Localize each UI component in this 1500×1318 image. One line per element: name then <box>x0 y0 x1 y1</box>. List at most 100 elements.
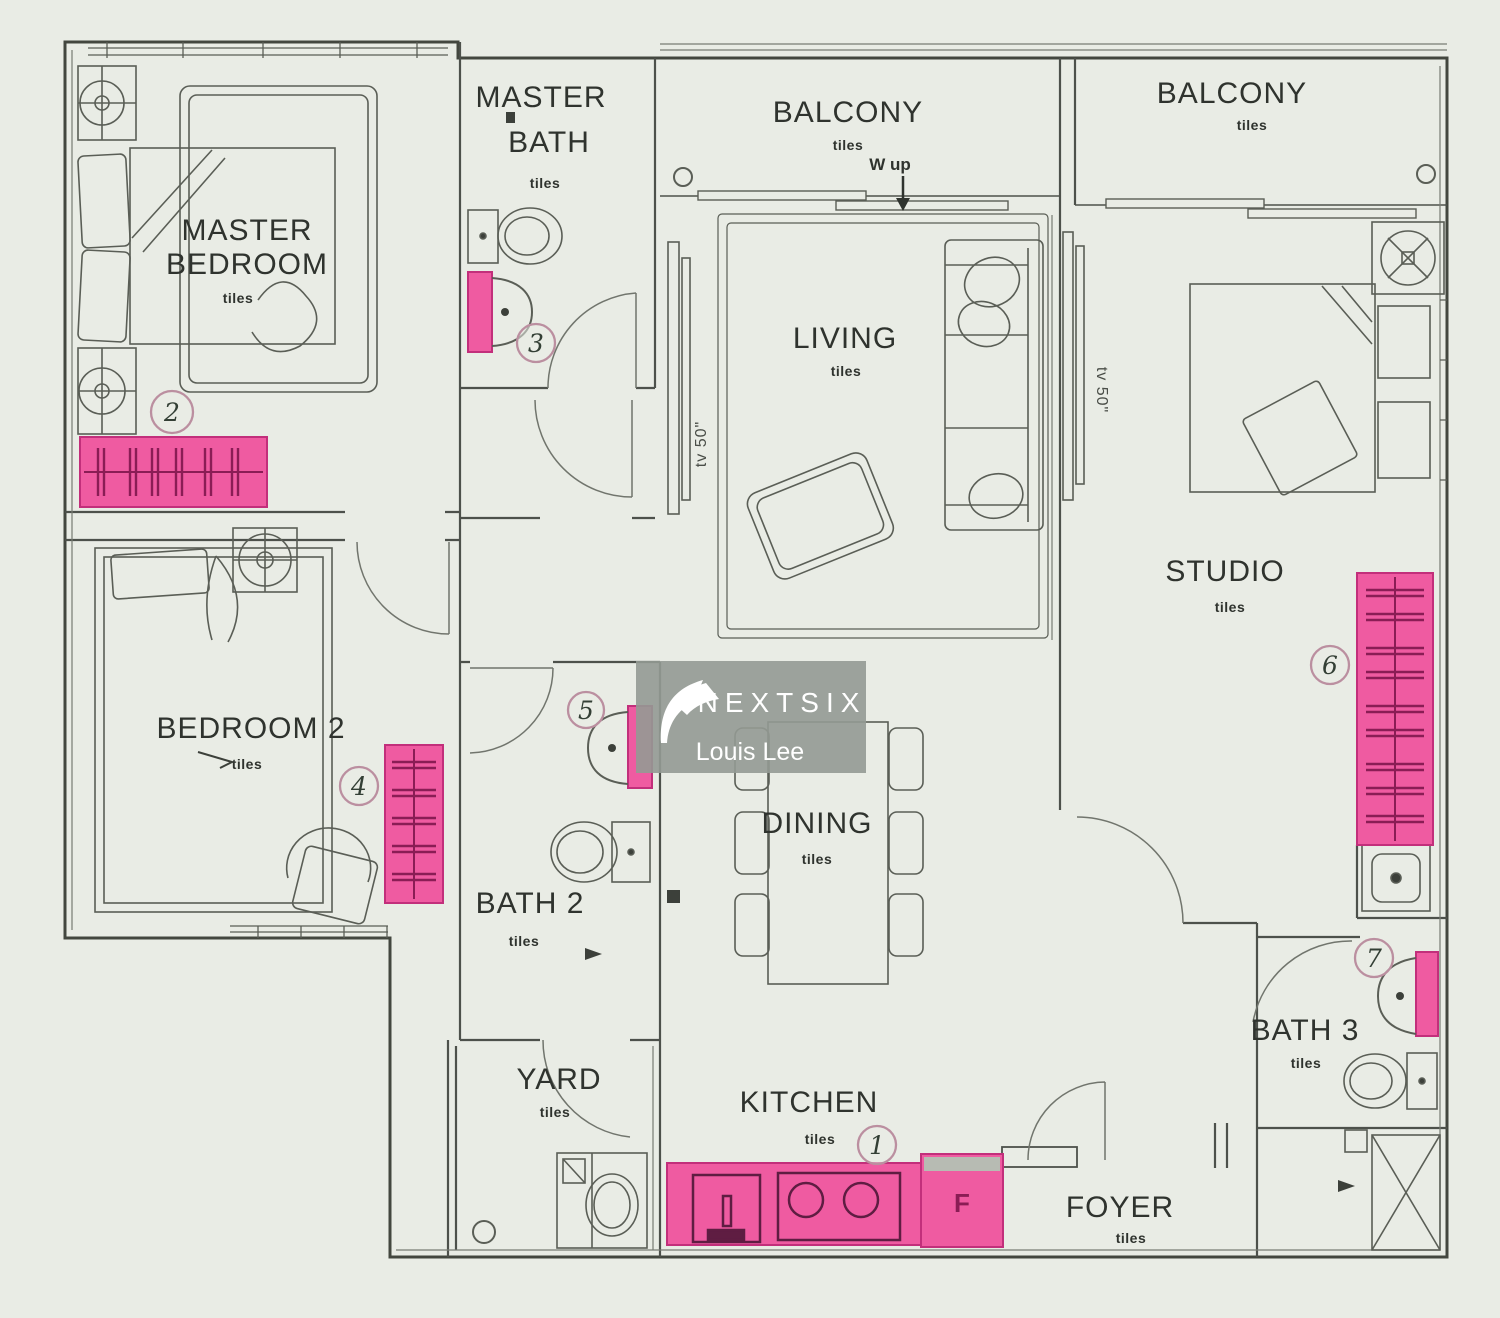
svg-text:tiles: tiles <box>530 175 561 191</box>
label-dining: DINING <box>762 807 873 840</box>
outer-walls <box>63 40 1449 1259</box>
yard-door <box>542 1039 631 1138</box>
svg-text:tiles: tiles <box>831 363 862 379</box>
label-kitchen: KITCHEN <box>740 1086 879 1119</box>
sliding-door-panels <box>697 190 1417 219</box>
toilet-master-bath <box>467 207 563 265</box>
door-swings <box>356 292 1353 1161</box>
shower-bath-3 <box>1371 1134 1441 1251</box>
label-bath-3: BATH 3 <box>1251 1014 1360 1047</box>
svg-text:tiles: tiles <box>540 1104 571 1120</box>
marker-3: 3 <box>515 322 557 364</box>
tv-label-studio: tv 50" <box>1093 367 1110 413</box>
yard-fixtures <box>472 1152 648 1249</box>
item-markers: 1 2 3 4 5 6 7 <box>149 322 1395 1166</box>
washing-machine-icon <box>556 1152 648 1249</box>
coffee-table <box>746 452 895 580</box>
bedroom-2-furniture <box>94 527 379 925</box>
watermark: NEXTSIX Louis Lee <box>636 661 866 773</box>
kitchen-sink-icon <box>691 1173 762 1244</box>
foyer-door <box>1027 1081 1106 1161</box>
toilet-bath-3 <box>1343 1052 1438 1110</box>
watermark-agent: Louis Lee <box>696 738 804 766</box>
floor-trap <box>1344 1129 1368 1153</box>
master-bath-door <box>547 292 637 389</box>
label-bath-2: BATH 2 <box>476 887 585 920</box>
shelf <box>1377 305 1431 379</box>
vestibule-door <box>534 399 633 498</box>
label-yard: YARD <box>516 1063 601 1096</box>
bed <box>94 547 333 913</box>
vanity-master-bath <box>467 271 534 353</box>
vanity-bath-3 <box>1376 951 1439 1037</box>
wall-inner-lines <box>71 43 1447 1251</box>
marker-1: 1 <box>856 1124 898 1166</box>
ceiling-fan-icon <box>1371 221 1445 295</box>
nightstand-lamp-icon <box>77 65 137 141</box>
bath-3-door <box>1252 940 1353 1023</box>
master-bed <box>77 85 378 393</box>
svg-text:BEDROOM: BEDROOM <box>166 248 328 281</box>
marker-5: 5 <box>566 690 606 730</box>
wardrobe-studio <box>1356 572 1434 846</box>
fridge-label: F <box>954 1188 970 1218</box>
living-furniture <box>667 213 1085 639</box>
pillow <box>1242 380 1358 496</box>
label-foyer: FOYER <box>1066 1191 1174 1224</box>
label-bedroom-2: BEDROOM 2 <box>156 712 345 745</box>
svg-text:tiles: tiles <box>1237 117 1268 133</box>
balcony-note: W up <box>869 155 911 174</box>
bedroom-2-door <box>356 541 450 635</box>
svg-text:tiles: tiles <box>1116 1230 1147 1246</box>
nextsix-logo-icon <box>660 680 719 743</box>
svg-text:tiles: tiles <box>805 1131 836 1147</box>
svg-text:1: 1 <box>869 1131 885 1160</box>
windows <box>88 42 1447 938</box>
wardrobe-master-bedroom <box>79 436 268 508</box>
tv-console <box>1062 231 1074 501</box>
pillow <box>77 153 131 249</box>
cushion <box>963 256 1021 308</box>
tv-label-living: tv 50" <box>693 421 710 467</box>
nightstand-lamp-icon <box>77 347 137 435</box>
label-balcony-2: BALCONY <box>1157 77 1307 110</box>
svg-text:6: 6 <box>1322 651 1338 680</box>
doodle <box>197 751 235 769</box>
label-studio: STUDIO <box>1165 555 1284 588</box>
svg-text:4: 4 <box>350 772 367 801</box>
down-arrow-icon <box>896 176 910 211</box>
svg-text:2: 2 <box>163 398 180 427</box>
toilet-bath-2 <box>550 821 651 883</box>
svg-text:tiles: tiles <box>1215 599 1246 615</box>
marker-4: 4 <box>338 765 380 807</box>
stove-icon <box>776 1171 902 1242</box>
wardrobe-bedroom-2 <box>384 744 444 904</box>
tv <box>681 257 691 501</box>
tv <box>1075 245 1085 485</box>
watermark-brand: NEXTSIX <box>698 687 867 718</box>
label-living: LIVING <box>793 322 897 355</box>
svg-text:tiles: tiles <box>1291 1055 1322 1071</box>
highlighted-fixtures: F <box>79 271 1439 1248</box>
svg-text:BATH: BATH <box>508 126 590 159</box>
bed <box>1189 283 1376 493</box>
pillow <box>110 548 210 600</box>
studio-door <box>1076 816 1184 924</box>
kitchen-counter: F <box>666 1153 1004 1248</box>
marker-7: 7 <box>1353 937 1395 979</box>
svg-text:tiles: tiles <box>509 933 540 949</box>
svg-text:5: 5 <box>578 696 594 725</box>
label-master-bath: MASTER <box>475 81 606 114</box>
svg-text:7: 7 <box>1366 944 1382 973</box>
studio-furniture <box>1189 221 1445 912</box>
label-master-bedroom: MASTER <box>181 214 312 247</box>
svg-text:tiles: tiles <box>833 137 864 153</box>
label-balcony-1: BALCONY <box>773 96 923 129</box>
marker-6: 6 <box>1309 644 1351 686</box>
small-marks <box>506 112 1355 1192</box>
pillow <box>77 249 131 343</box>
svg-text:tiles: tiles <box>223 290 254 306</box>
